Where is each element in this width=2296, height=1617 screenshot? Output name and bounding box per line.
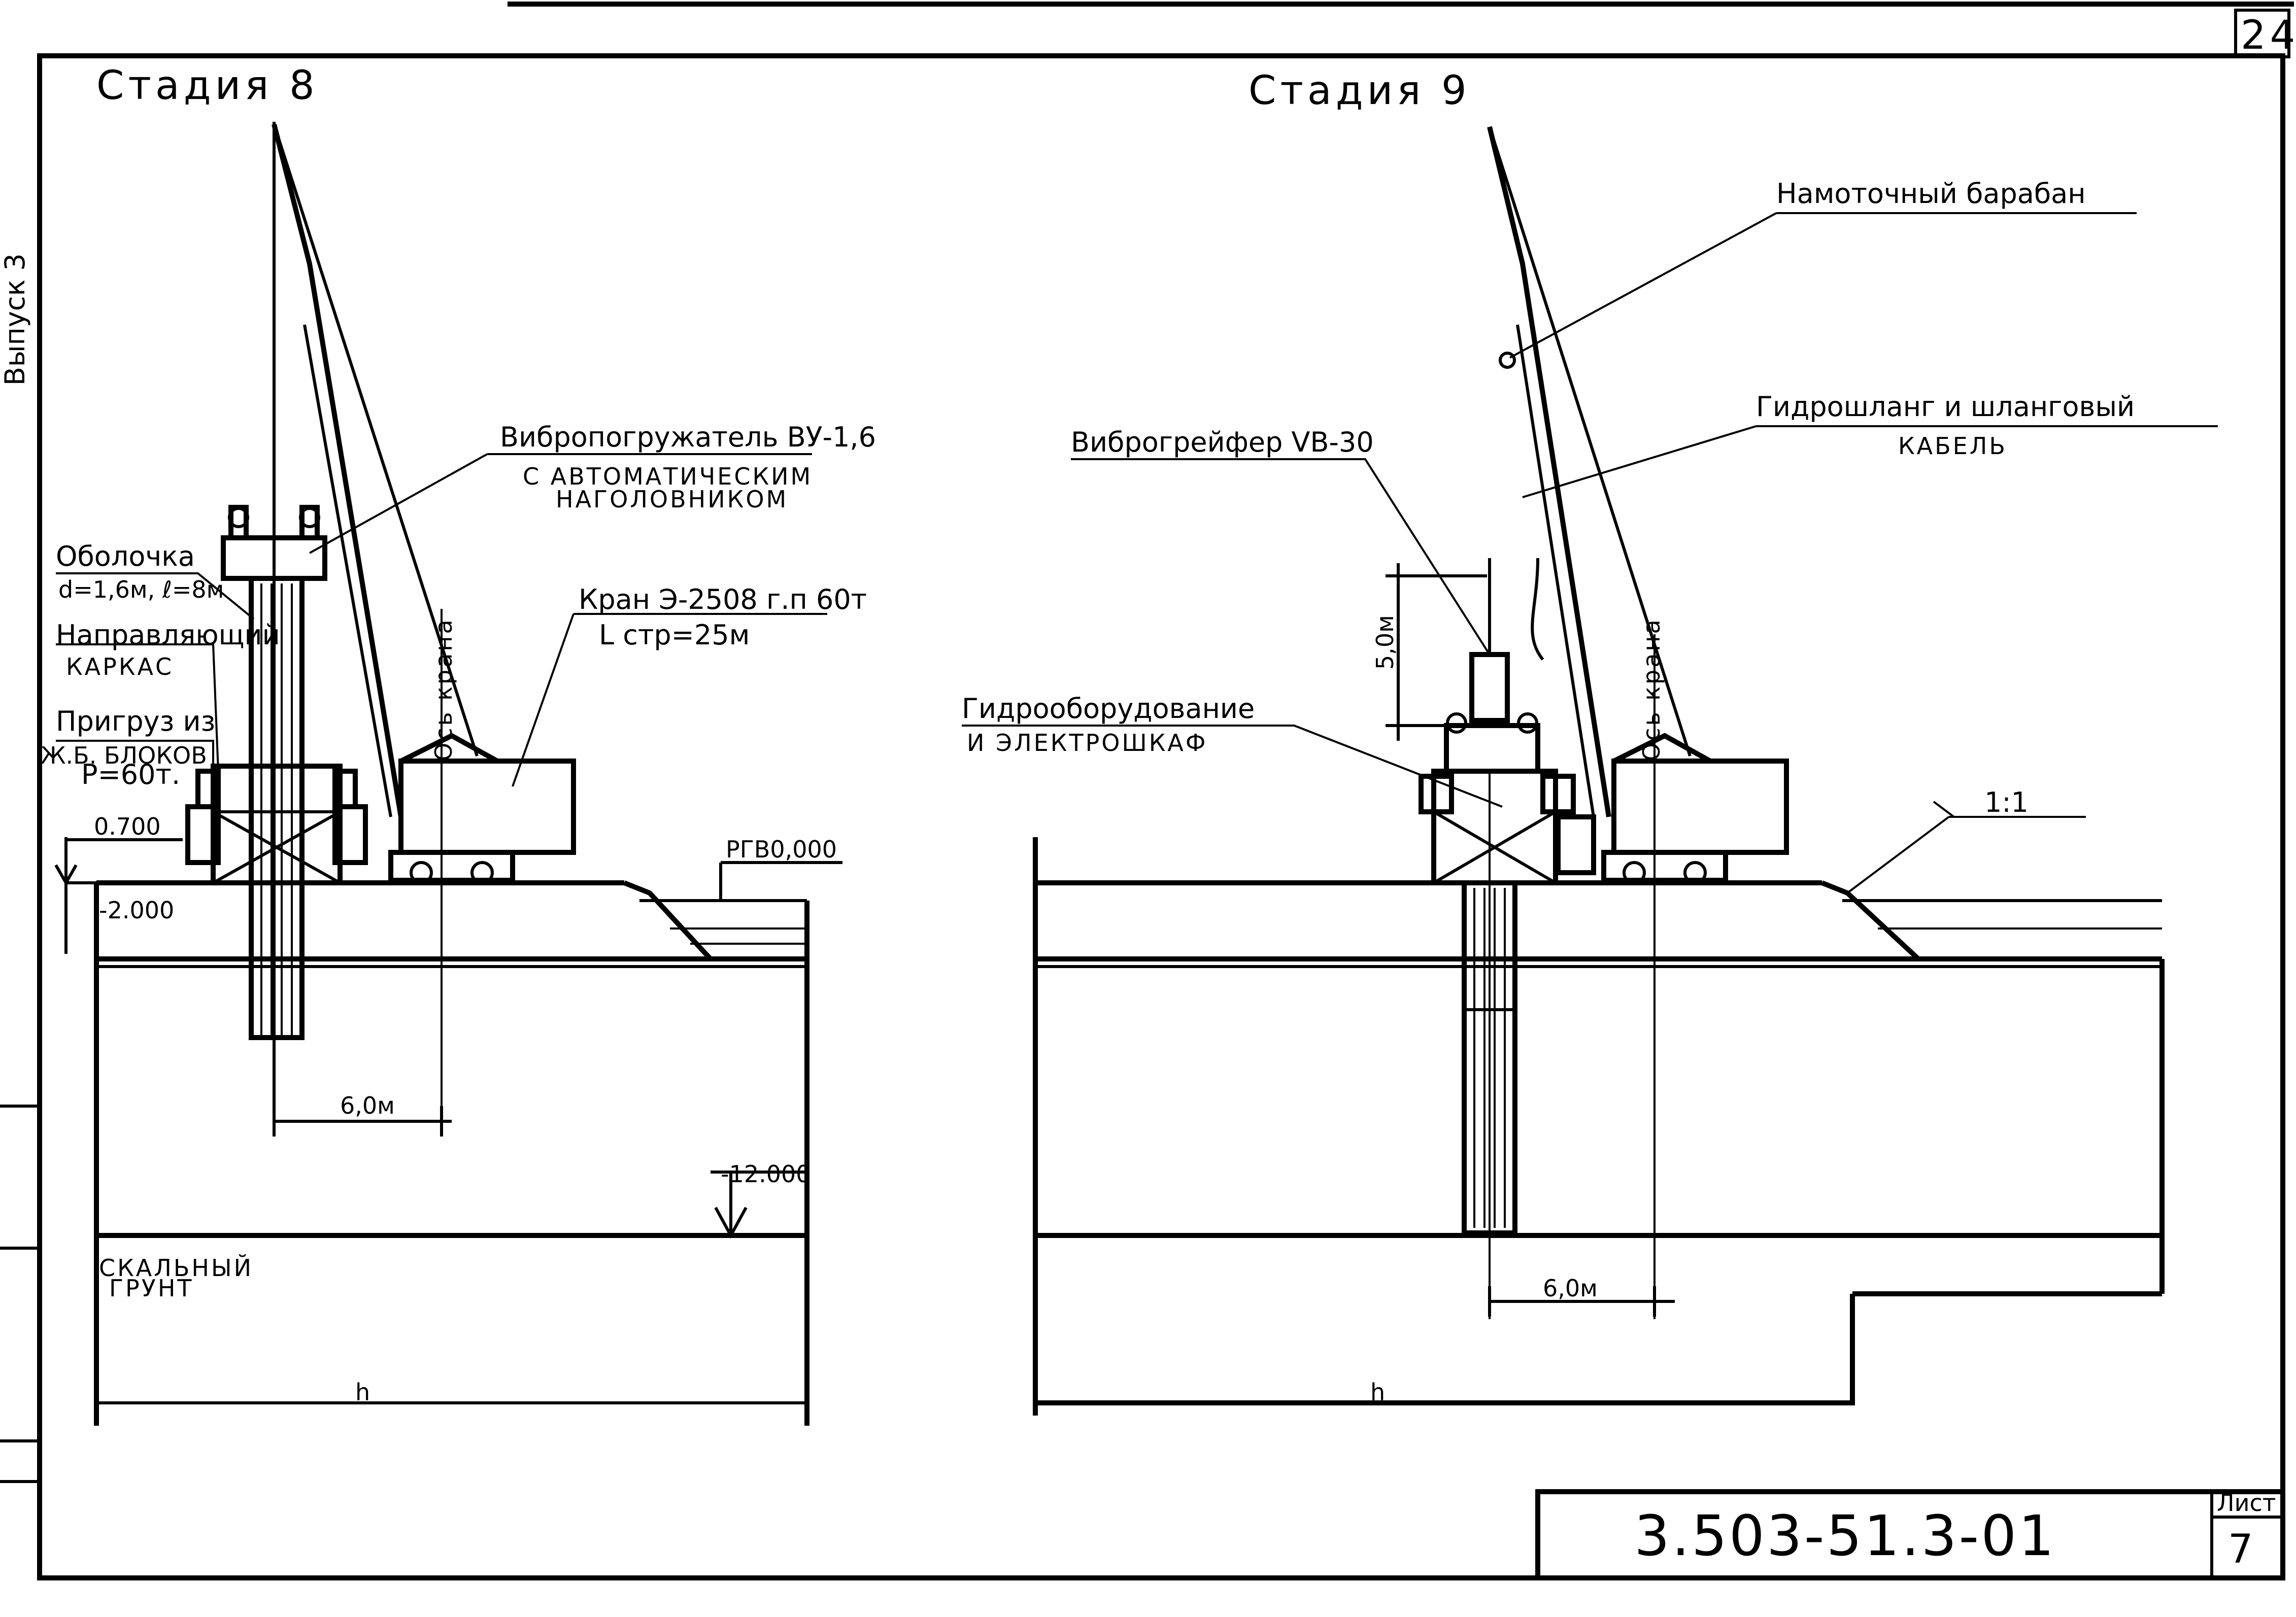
list-number: 7	[2228, 1527, 2257, 1572]
stage9-dim-h: h	[1370, 1379, 1385, 1406]
stage8-shell-label: Оболочка	[56, 540, 195, 572]
stage8-level-bottom: -12.000	[721, 1160, 811, 1188]
stage9-hose-label2: КАБЕЛЬ	[1898, 432, 2007, 460]
page-number: 24	[2241, 13, 2296, 58]
stage8-weight-label2: Ж.Б. БЛОКОВ	[41, 742, 207, 769]
stage9-hydro-label: Гидрооборудование	[962, 693, 1255, 725]
stage8-level-marks	[54, 837, 842, 1239]
stage9-grab-label: Виброгрейфер VВ-30	[1071, 426, 1374, 458]
stage9-slope: 1:1	[1984, 786, 2029, 818]
stage9-drum-label: Намоточный барабан	[1776, 178, 2086, 210]
stage8-shell-dims: d=1,6м, ℓ=8м	[58, 576, 224, 603]
stage8-vibro-driver	[221, 505, 327, 581]
stage8-rock-label2: ГРУНТ	[109, 1275, 194, 1302]
stage9-grab	[1444, 558, 1540, 774]
list-label: Лист	[2217, 1489, 2276, 1517]
stage8-leaders	[56, 453, 827, 787]
stage8-vibro-driver-note2: НАГОЛОВНИКОМ	[556, 486, 788, 513]
stage8-title: Стадия 8	[96, 63, 319, 109]
stage8-dimensions	[273, 1106, 452, 1137]
stage8-weight-label: Пригруз из	[56, 705, 215, 737]
stage9-guide-frame	[1419, 769, 1596, 885]
stage8-crane-boom: L стр=25м	[599, 619, 750, 651]
stage9-dim-span: 6,0м	[1543, 1275, 1598, 1302]
stage-8: Стадия 8	[41, 63, 876, 1426]
stage9-title: Стадия 9	[1248, 68, 1471, 114]
stage9-leaders	[962, 212, 2218, 894]
stamp-code: 3.503-51.3-01	[1634, 1503, 2056, 1568]
stage9-crane-axis: Ось крана	[1638, 617, 1665, 761]
stage8-ground	[94, 880, 809, 1426]
stage8-level-water: РГВ0,000	[726, 836, 837, 863]
title-block: 3.503-51.3-01 Лист 7	[1535, 1489, 2285, 1580]
stage8-dim-h: h	[355, 1379, 370, 1406]
stage9-dim-vertical: 5,0м	[1371, 615, 1399, 670]
side-label: Выпуск 3	[0, 253, 31, 386]
stage9-dimensions	[1386, 563, 1675, 1317]
stage8-weight-label3: P=60т.	[81, 759, 180, 790]
stage8-level-mid: -2.000	[99, 897, 174, 924]
stage8-dim-span: 6,0м	[340, 1092, 395, 1119]
stage8-rock-label: СКАЛЬНЫЙ	[99, 1254, 253, 1282]
stage9-ground	[1033, 837, 2165, 1416]
stage-9: Стадия 9	[962, 68, 2218, 1416]
stage8-guide-label2: КАРКАС	[66, 653, 174, 680]
stage8-level-top: 0.700	[94, 813, 161, 840]
stage9-hydro-label2: И ЭЛЕКТРОШКАФ	[967, 729, 1207, 756]
stage8-guide-label: Направляющий	[56, 619, 280, 651]
stage8-crane-axis: Ось крана	[430, 617, 457, 761]
stage8-vibro-driver-label: Вибропогружатель ВУ-1,6	[500, 421, 876, 453]
stage9-crane	[1487, 126, 1789, 1319]
sheet-frame: 24 Выпуск 3	[0, 2, 2296, 1580]
stage8-crane-label: Кран Э-2508 г.п 60т	[579, 583, 867, 615]
stage8-crane	[272, 123, 576, 1131]
stage9-hose-label: Гидрошланг и шланговый	[1756, 391, 2135, 423]
stage8-vibro-driver-note1: С АВТОМАТИЧЕСКИМ	[523, 463, 813, 490]
stage8-guide-frame	[185, 764, 368, 885]
